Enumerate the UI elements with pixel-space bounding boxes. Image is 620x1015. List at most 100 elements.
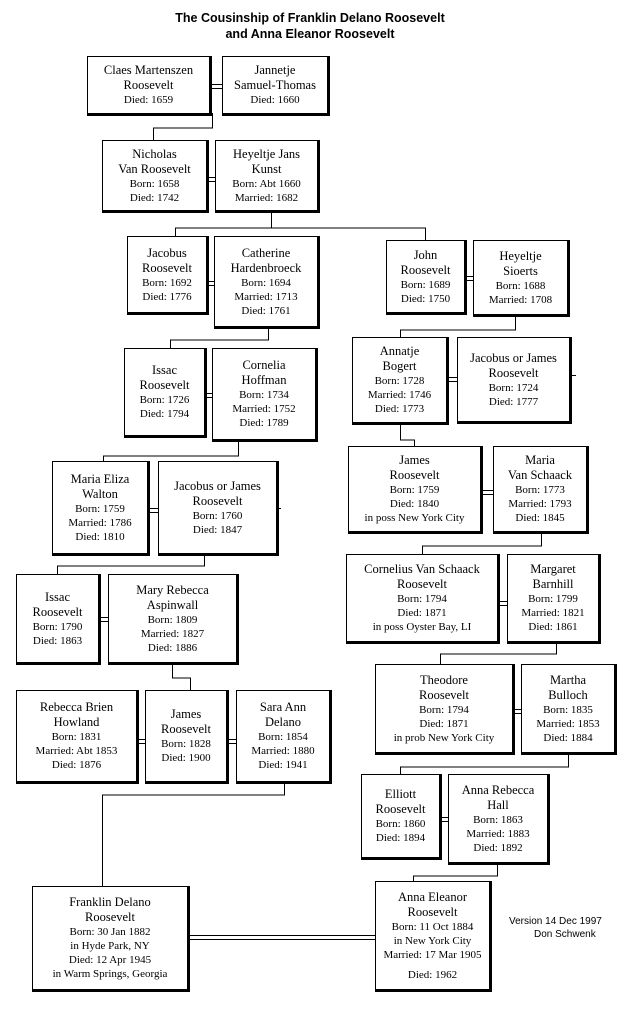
person-name-line: Heyeltje [499, 248, 542, 263]
person-name-line: Jannetje [254, 63, 296, 77]
person-name-line: Issac [152, 363, 177, 377]
person-name-line: Catherine [241, 245, 291, 260]
person-name-line: Jacobus or James [470, 350, 557, 365]
person-detail-line: in Warm Springs, Georgia [52, 968, 168, 980]
person-detail-line: Married: Abt 1853 [35, 745, 118, 757]
person-name-line: Hoffman [241, 373, 287, 387]
person-detail-line: Married: 1827 [140, 627, 205, 640]
person-detail-line: Born: 1692 [142, 276, 192, 289]
person-detail-line: Died: 1871 [419, 717, 469, 730]
person-detail-line: Died: 1810 [75, 530, 125, 543]
person-name-line: Roosevelt [32, 604, 83, 619]
person-name-line: Roosevelt [419, 687, 469, 702]
person-detail-line: Born: 1759 [75, 502, 125, 515]
person-detail-line: Born: 1790 [32, 620, 83, 633]
person-name-line: Barnhill [532, 577, 574, 591]
version-author: Don Schwenk [534, 929, 596, 940]
person-name-line: Maria Eliza [70, 471, 130, 486]
person-detail-line: Died: 1777 [488, 395, 539, 408]
person-name-line: Claes Martenszen [103, 63, 194, 77]
person-detail-line: Married: 1708 [488, 293, 553, 306]
person-detail-line: Died: 12 Apr 1945 [68, 954, 152, 966]
person-detail-line: in poss Oyster Bay, LI [372, 621, 472, 633]
person-detail-line: Died: 1863 [32, 634, 83, 647]
person-name-line: Walton [82, 486, 118, 501]
person-detail-line: Died: 1659 [123, 94, 174, 106]
person-detail-line: Born: 1794 [397, 593, 447, 605]
person-name-line: Franklin Delano [69, 895, 151, 909]
person-name-line: Annatje [379, 344, 420, 358]
person-detail-line: Married: 1682 [234, 191, 299, 204]
person-name-line: Issac [45, 589, 70, 604]
version-note: Version 14 Dec 1997 Don Schwenk [509, 915, 602, 941]
person-detail-line: Born: 11 Oct 1884 [391, 920, 474, 933]
person-name-line: Rebecca Brien [39, 700, 114, 714]
person-name-line: Roosevelt [375, 802, 426, 816]
person-detail-line: Died: 1962 [407, 968, 458, 981]
person-detail-line: in Hyde Park, NY [70, 940, 150, 952]
person-name-line: Roosevelt [400, 262, 451, 277]
person-detail-line: Died: 1840 [389, 498, 440, 510]
person-detail-line: Married: 1821 [521, 607, 585, 619]
person-detail-line: Born: 1799 [528, 593, 578, 605]
person-name-line: Heyeltje Jans [233, 146, 300, 161]
person-detail-line: Married: 1746 [367, 389, 432, 401]
person-name-line: Roosevelt [407, 904, 458, 919]
person-detail-line: Born: 1831 [51, 731, 102, 743]
person-name-line: Elliott [384, 787, 417, 801]
person-detail-line: in prob New York City [393, 731, 495, 744]
person-detail-line: Died: 1761 [241, 304, 291, 317]
person-detail-line: Died: 1847 [192, 523, 243, 536]
person-detail-line: Died: 1884 [543, 731, 593, 744]
person-detail-line: Died: 1894 [375, 832, 426, 844]
title-line-2: and Anna Eleanor Roosevelt [225, 27, 395, 41]
person-name-line: Howland [53, 715, 100, 729]
person-name-line: Sara Ann [259, 700, 307, 714]
person-name-line: Hardenbroeck [230, 260, 302, 275]
person-name-line: Kunst [251, 161, 282, 176]
person-name-line: Anna Eleanor [397, 889, 468, 904]
person-detail-line: Born: 1694 [241, 276, 291, 289]
person-detail-line: Born: 1809 [147, 613, 198, 626]
person-name-line: Hall [487, 797, 509, 812]
person-detail-line: Born: 1860 [375, 818, 426, 830]
person-detail-line: Died: 1750 [400, 292, 451, 305]
person-detail-line: Married: 1880 [251, 745, 315, 757]
person-name-line: Roosevelt [85, 910, 135, 924]
person-name-line: Van Schaack [507, 468, 573, 482]
person-detail-line: Died: 1876 [51, 759, 102, 771]
person-detail-line: Born: 1828 [161, 738, 211, 750]
person-name-line: Bogert [382, 359, 417, 373]
person-detail-line: Died: 1660 [250, 94, 300, 106]
person-detail-line: Born: 1760 [192, 509, 243, 522]
